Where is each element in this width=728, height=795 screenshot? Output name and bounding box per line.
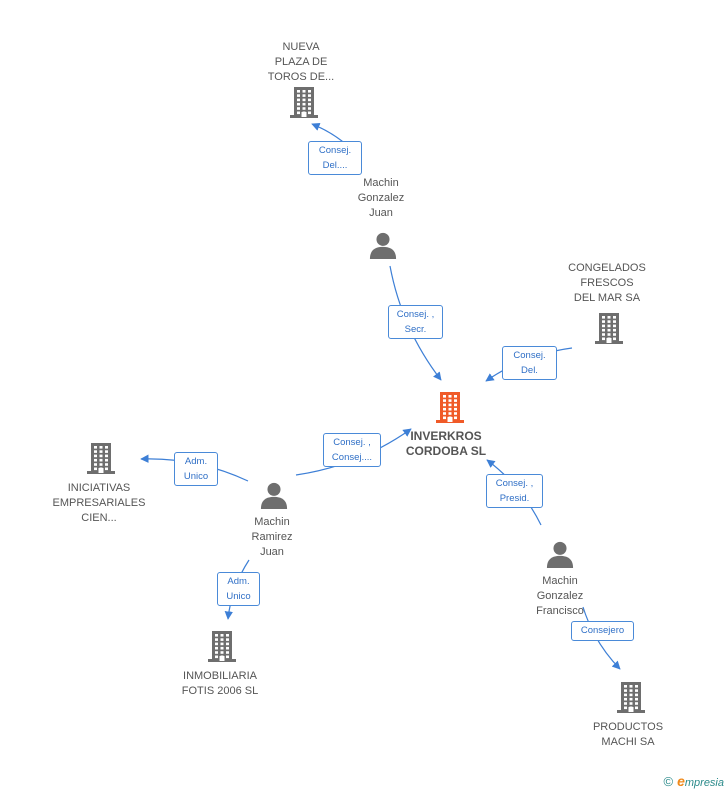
building-icon-inverkros[interactable] xyxy=(435,390,465,429)
node-label-nueva[interactable]: NUEVA PLAZA DE TOROS DE... xyxy=(246,40,356,85)
node-label-line: INICIATIVAS xyxy=(67,482,131,494)
role-label-line: Consej. xyxy=(513,350,546,361)
node-label-line: INMOBILIARIA xyxy=(183,670,257,682)
node-label-line: FOTIS 2006 SL xyxy=(181,685,259,697)
node-label-line: Francisco xyxy=(536,605,584,617)
role-label-line: Secr. xyxy=(404,324,427,335)
person-icon-machin_francisco[interactable] xyxy=(546,540,574,573)
copyright-symbol: © xyxy=(663,774,674,789)
person-icon-machin_ramirez[interactable] xyxy=(260,481,288,514)
building-icon-congelados[interactable] xyxy=(594,311,624,350)
node-label-line: PLAZA DE xyxy=(274,56,328,68)
role-label-line: Presid. xyxy=(499,493,530,504)
role-label-line: Del.... xyxy=(322,160,348,171)
role-label-machin_francisco-productos[interactable]: Consejero xyxy=(571,621,634,641)
role-label-line: Consej. , xyxy=(396,309,435,320)
node-label-line: FRESCOS xyxy=(580,277,634,289)
node-label-line: Machin xyxy=(363,177,399,189)
node-label-line: Juan xyxy=(369,207,393,219)
node-label-inmobiliaria[interactable]: INMOBILIARIA FOTIS 2006 SL xyxy=(165,669,275,699)
node-label-line: EMPRESARIALES xyxy=(52,497,146,509)
building-icon-nueva[interactable] xyxy=(289,85,319,124)
role-label-machin_francisco-inverkros[interactable]: Consej. , Presid. xyxy=(486,474,543,508)
role-label-line: Consej. , xyxy=(333,437,371,448)
node-label-line: Ramirez xyxy=(251,531,293,543)
role-label-line: Unico xyxy=(183,471,209,482)
building-icon-productos[interactable] xyxy=(616,680,646,719)
role-label-line: Unico xyxy=(226,591,251,602)
role-label-line: Adm. xyxy=(184,456,208,467)
node-label-line: CONGELADOS xyxy=(568,262,646,274)
node-label-line: Juan xyxy=(260,546,284,558)
role-label-machin_ramirez-iniciativas[interactable]: Adm. Unico xyxy=(174,452,218,486)
node-label-iniciativas[interactable]: INICIATIVAS EMPRESARIALES CIEN... xyxy=(44,481,154,526)
role-label-line: Adm. xyxy=(227,576,250,587)
building-icon-iniciativas[interactable] xyxy=(86,441,116,480)
role-label-machin_juan-nueva[interactable]: Consej. Del.... xyxy=(308,141,362,175)
role-label-line: Consejero xyxy=(580,625,625,636)
building-icon-inmobiliaria[interactable] xyxy=(207,629,237,668)
role-label-machin_juan-inverkros[interactable]: Consej. , Secr. xyxy=(388,305,443,339)
node-label-line: CORDOBA SL xyxy=(405,444,487,458)
node-label-productos[interactable]: PRODUCTOS MACHI SA xyxy=(573,720,683,750)
role-label-machin_ramirez-inmobiliaria[interactable]: Adm. Unico xyxy=(217,572,260,606)
role-label-line: Consej. xyxy=(318,145,352,156)
brand-initial: e xyxy=(677,773,685,789)
role-label-congelados-inverkros[interactable]: Consej. Del. xyxy=(502,346,557,380)
node-label-line: Machin xyxy=(254,516,290,528)
node-label-line: NUEVA xyxy=(282,41,320,53)
node-label-line: MACHI SA xyxy=(601,736,655,748)
role-label-line: Consej. , xyxy=(495,478,534,489)
node-label-congelados[interactable]: CONGELADOS FRESCOS DEL MAR SA xyxy=(552,261,662,306)
node-label-line: Gonzalez xyxy=(536,590,584,602)
node-label-line: DEL MAR SA xyxy=(573,292,641,304)
role-label-machin_ramirez-inverkros[interactable]: Consej. , Consej.... xyxy=(323,433,381,467)
role-label-line: Del. xyxy=(521,365,538,376)
role-label-line: Consej.... xyxy=(331,452,373,463)
node-label-line: INVERKROS xyxy=(410,429,482,443)
node-label-line: TOROS DE... xyxy=(267,71,335,83)
node-label-line: Gonzalez xyxy=(357,192,405,204)
node-label-line: PRODUCTOS xyxy=(592,721,664,733)
empresia-brand[interactable]: ©empresia xyxy=(663,773,724,789)
node-label-line: CIEN... xyxy=(81,512,117,524)
node-label-line: Machin xyxy=(542,575,578,587)
brand-name: mpresia xyxy=(684,777,724,789)
person-icon-machin_juan[interactable] xyxy=(369,231,397,264)
